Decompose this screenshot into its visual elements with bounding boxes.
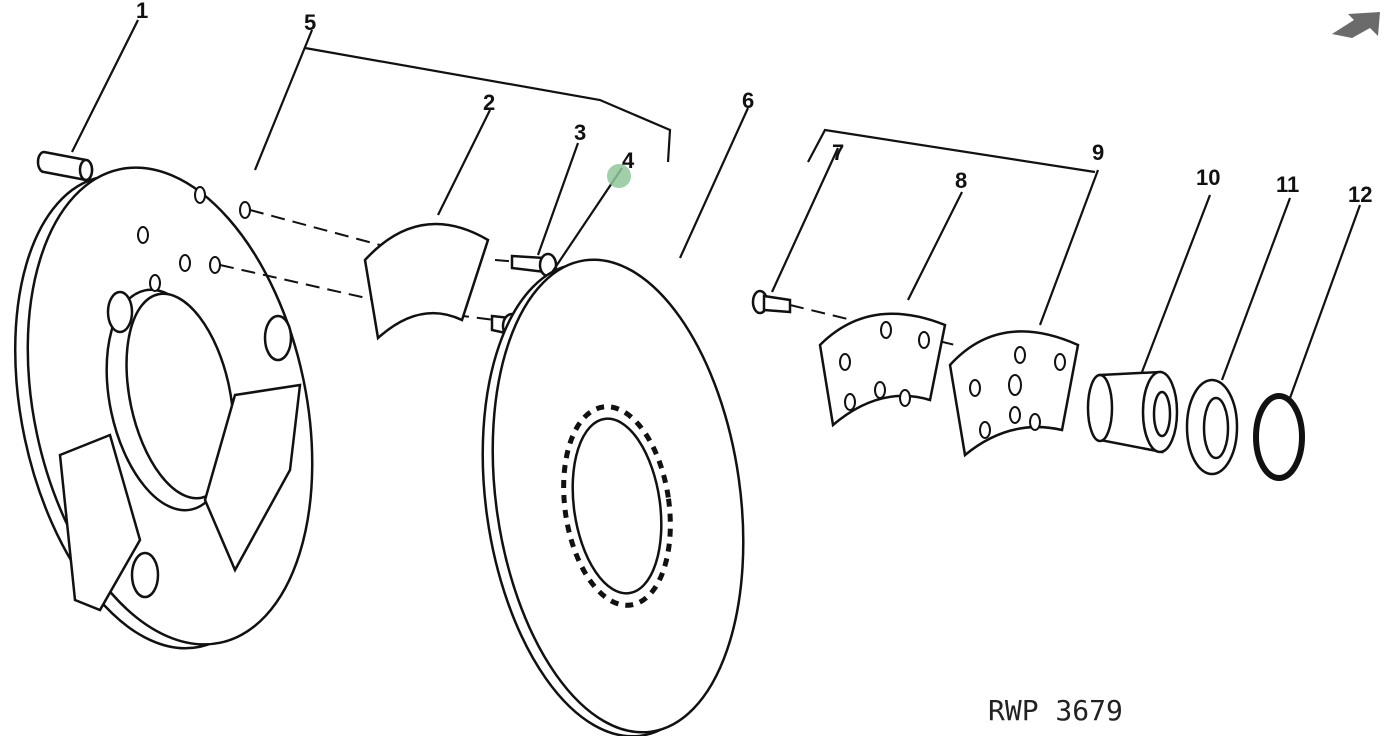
part-11-washer: [1185, 197, 1292, 476]
part-5-housing: [13, 29, 672, 650]
part-8-plate: [818, 191, 963, 428]
part-3-screw: [510, 142, 580, 278]
reference-code: RWP 3679: [988, 694, 1123, 727]
part-12-o-ring: [1253, 204, 1362, 481]
callout-7: 7: [832, 140, 844, 165]
callout-10: 10: [1196, 165, 1220, 190]
part-2-friction-pad: [363, 109, 491, 341]
arrow-up-right-icon[interactable]: [1330, 8, 1382, 40]
part-1-pin: [36, 19, 139, 182]
callout-5: 5: [304, 10, 316, 35]
part-6-disc: [481, 107, 750, 736]
callout-8: 8: [955, 168, 967, 193]
part-9-plate: [948, 169, 1100, 458]
callout-3: 3: [574, 120, 586, 145]
callout-4: 4: [622, 148, 635, 173]
callout-1: 1: [136, 0, 148, 23]
callout-9: 9: [1092, 140, 1104, 165]
callout-6: 6: [742, 88, 754, 113]
callout-12: 12: [1348, 182, 1372, 207]
callout-2: 2: [483, 90, 495, 115]
part-10-bushing: [1086, 194, 1212, 454]
highlight-marker: [607, 164, 631, 188]
callout-11: 11: [1276, 172, 1299, 197]
part-7-bolt: [751, 128, 1096, 315]
